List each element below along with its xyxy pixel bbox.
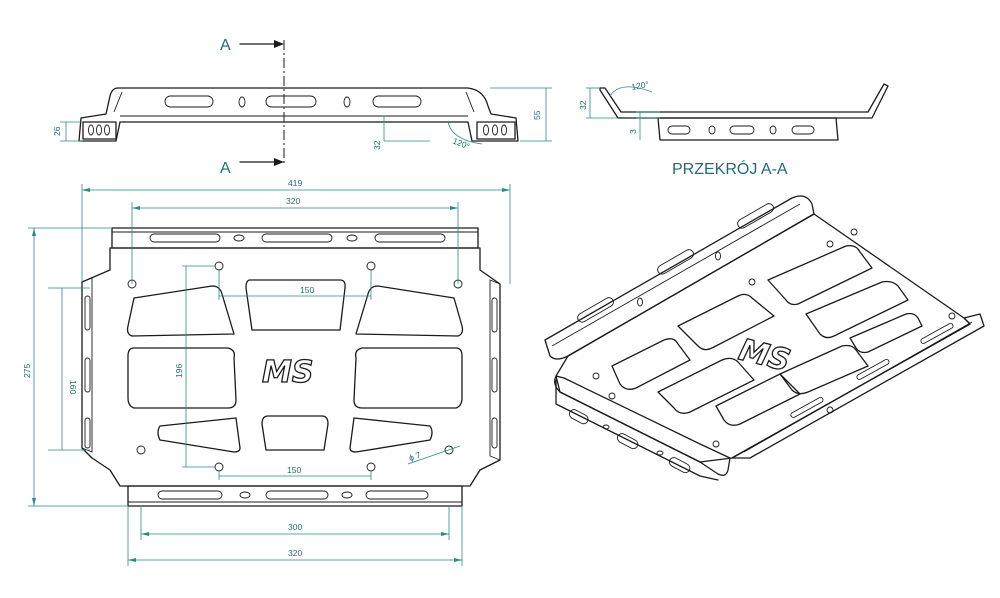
dim-side-55: 55 [532, 110, 542, 120]
front-view: MS 419 320 150 150 [22, 178, 511, 566]
dim-side-angle: 120° [451, 136, 471, 152]
dim-side-26: 26 [52, 126, 62, 136]
dim-300: 300 [288, 522, 302, 532]
dim-side-32: 32 [372, 140, 382, 150]
dim-hole-diameter: ϕ 7 [408, 450, 423, 463]
dim-section-32: 32 [578, 100, 588, 110]
dim-275: 275 [22, 364, 32, 378]
plate-cutouts [126, 279, 464, 453]
right-foot-holes [476, 121, 516, 140]
logo-ms: MS [262, 355, 313, 390]
dim-196: 196 [174, 364, 184, 378]
dim-320-bottom: 320 [288, 548, 302, 558]
section-title: PRZEKRÓJ A-A [672, 159, 788, 178]
dim-section-3: 3 [628, 129, 638, 134]
section-view: 120° 32 3 PRZEKRÓJ A-A [578, 79, 889, 178]
front-dimensions: 419 320 150 150 275 [22, 178, 511, 566]
section-marker-top: A [220, 37, 231, 54]
iso-holes [592, 228, 956, 448]
iso-cutouts [611, 244, 923, 426]
side-view: A A 26 32 55 120° [52, 37, 552, 177]
left-foot-holes [82, 121, 117, 140]
dim-150-bottom: 150 [287, 465, 301, 475]
dim-160: 160 [68, 380, 78, 394]
section-marker-bottom: A [220, 160, 231, 177]
dim-section-angle: 120° [631, 79, 650, 92]
dim-320-top: 320 [286, 196, 300, 206]
dim-150-top: 150 [300, 285, 314, 295]
iso-logo-ms: MS [735, 333, 793, 379]
dim-419: 419 [288, 178, 302, 188]
isometric-view: MS [544, 195, 985, 481]
